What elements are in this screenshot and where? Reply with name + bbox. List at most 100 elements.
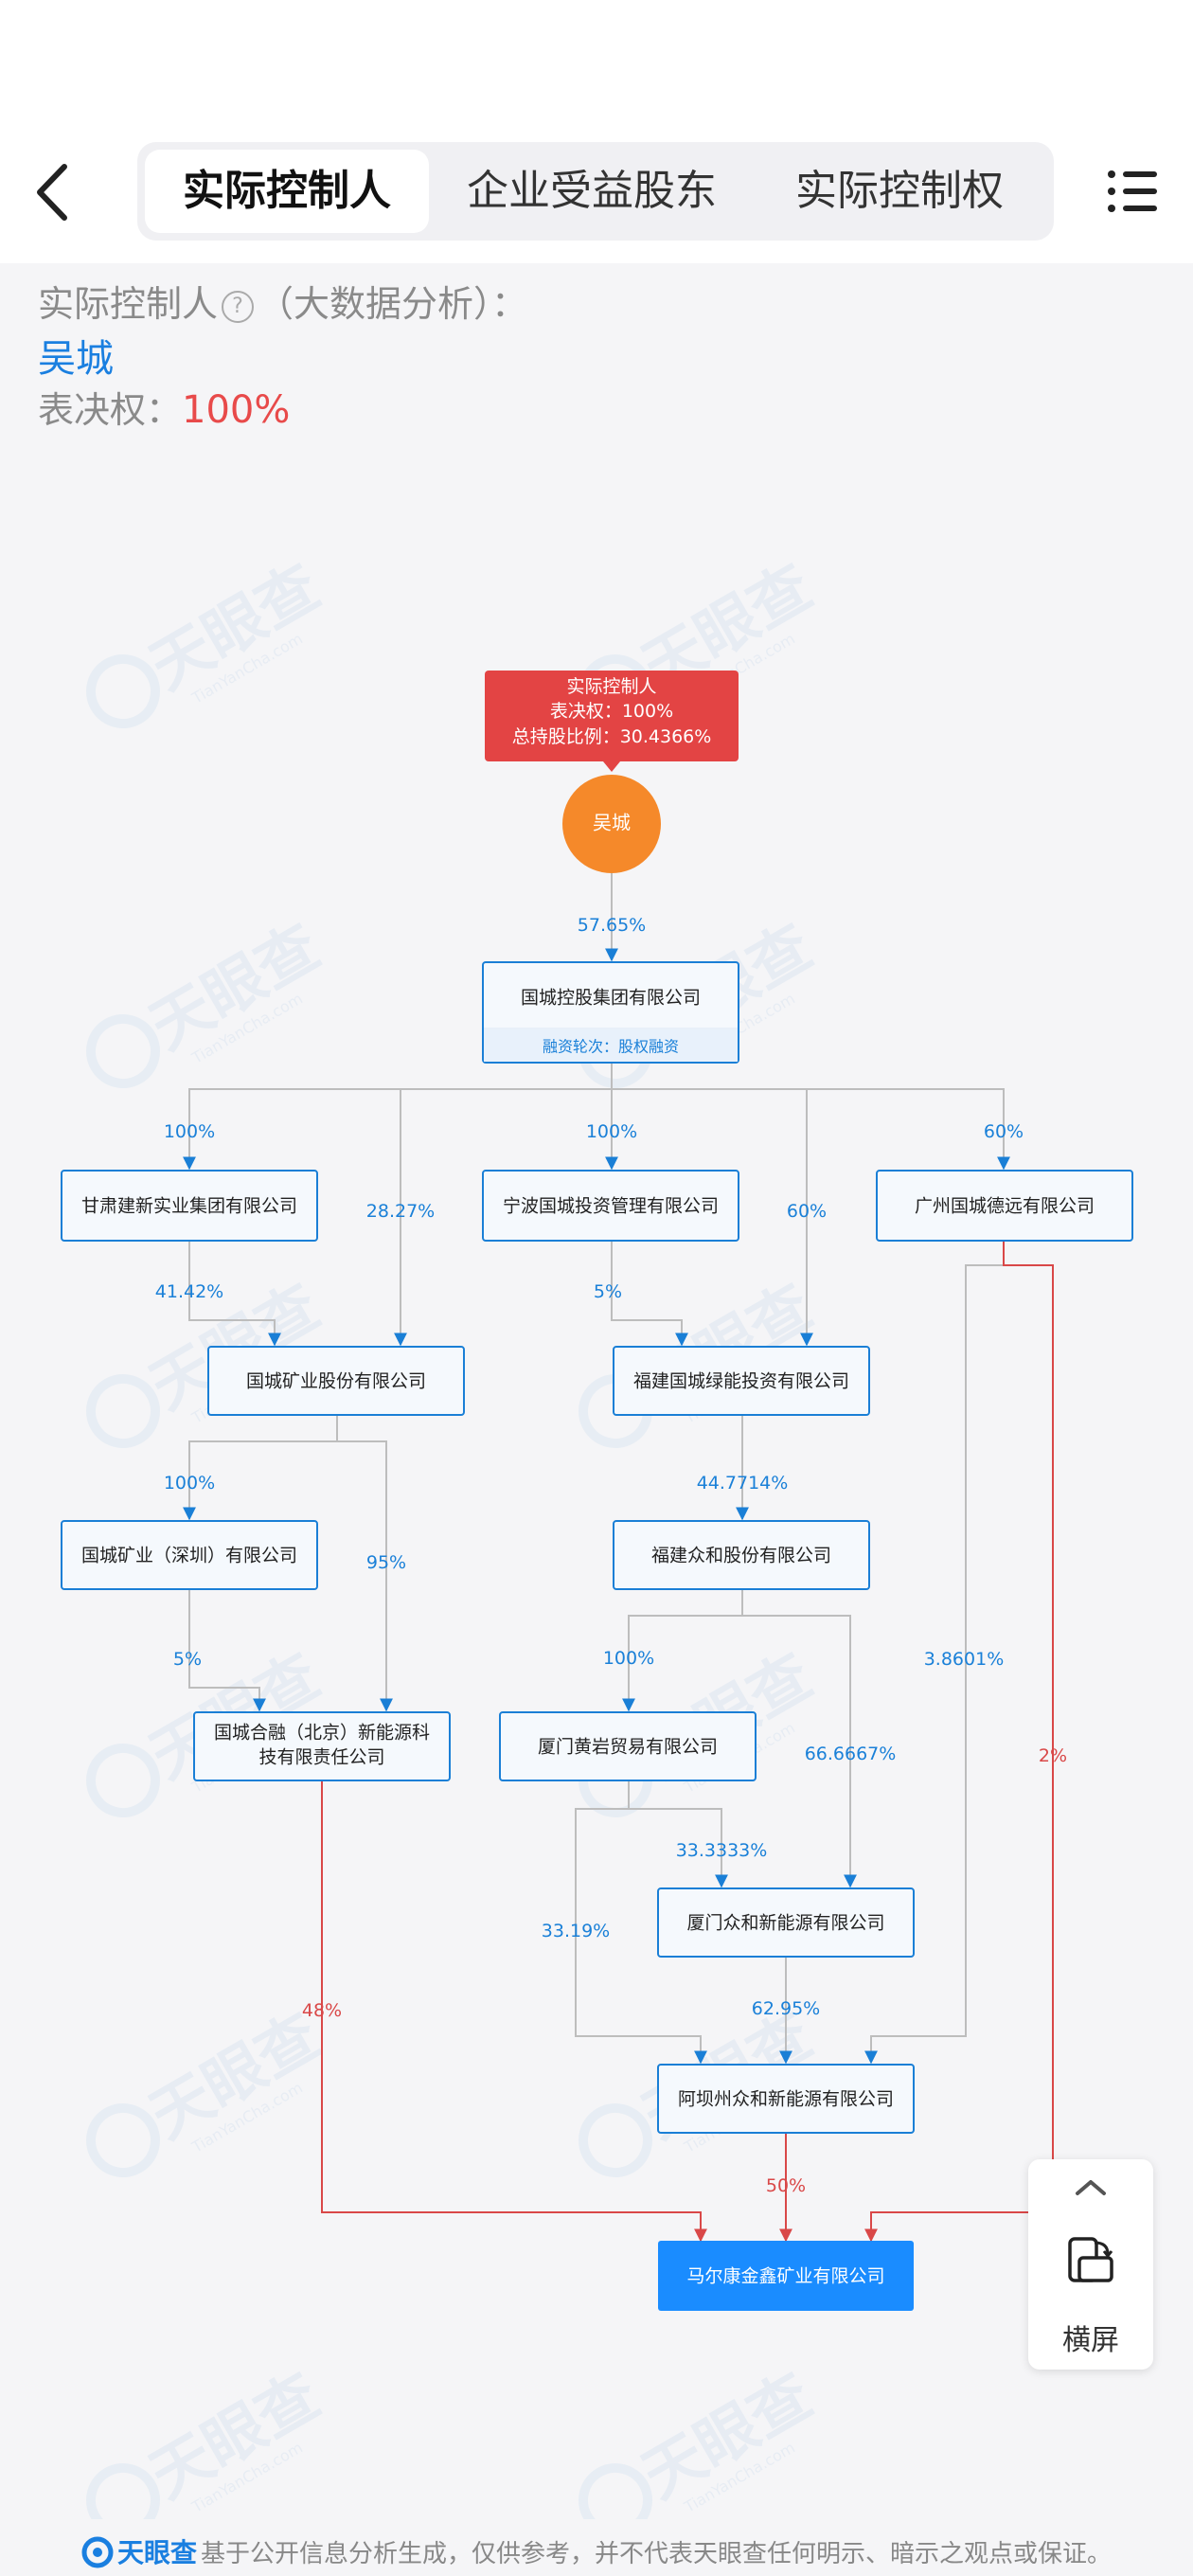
company-name: 阿坝州众和新能源有限公司 <box>678 2089 894 2110</box>
edge-ningbo-fujiangreen <box>611 1241 688 1347</box>
company-node-target[interactable]: 马尔康金鑫矿业有限公司 <box>658 2241 914 2311</box>
company-name: 福建国城绿能投资有限公司 <box>633 1371 849 1392</box>
pct-label: 41.42% <box>155 1281 223 1302</box>
pct-label: 28.27% <box>366 1201 435 1222</box>
edge-mining-shenzhen <box>183 1415 338 1521</box>
pct-label: 100% <box>164 1121 215 1142</box>
pct-label: 5% <box>594 1281 622 1302</box>
pct-label: 66.6667% <box>805 1744 897 1764</box>
company-name-line2: 技有限责任公司 <box>258 1747 384 1768</box>
rotate-screen-icon <box>1068 2237 1113 2282</box>
company-name: 广州国城德远有限公司 <box>915 1196 1095 1217</box>
company-name: 马尔康金鑫矿业有限公司 <box>686 2266 884 2287</box>
tooltip-vote: 表决权：100% <box>550 701 673 722</box>
tab-beneficial-shareholder[interactable]: 企业受益股东 <box>467 167 717 215</box>
analysis-note: （大数据分析）： <box>258 283 528 325</box>
rotate-screen-label: 横屏 <box>1062 2324 1119 2357</box>
back-arrow-icon[interactable] <box>28 159 76 225</box>
tab-bar: 实际控制人 企业受益股东 实际控制权 <box>137 142 1054 241</box>
pct-label: 3.8601% <box>924 1649 1005 1670</box>
edge-zhonghe-xmzhonghe <box>742 1615 857 1888</box>
edges-gray <box>183 873 1010 2065</box>
company-node-beijing[interactable]: 国城合融（北京）新能源科 技有限责任公司 <box>193 1711 451 1781</box>
rotate-screen-button[interactable]: 横屏 <box>1028 2235 1153 2358</box>
vote-label: 表决权： <box>38 389 183 431</box>
company-name: 国城矿业股份有限公司 <box>246 1371 426 1392</box>
company-name: 国城矿业（深圳）有限公司 <box>81 1546 297 1566</box>
financing-tag: 融资轮次：股权融资 <box>543 1038 679 1056</box>
footer-brand: 天眼查 <box>117 2537 198 2568</box>
pct-label: 50% <box>766 2175 806 2196</box>
company-node-guocheng-holding[interactable]: 国城控股集团有限公司 融资轮次：股权融资 <box>482 961 739 1064</box>
footer-text: 基于公开信息分析生成，仅供参考，并不代表天眼查任何明示、暗示之观点或保证。 <box>201 2540 1113 2568</box>
tianyancha-logo-icon <box>81 2536 114 2568</box>
edge-beijing-target <box>321 1780 707 2243</box>
pct-label: 100% <box>603 1648 654 1669</box>
pct-label: 5% <box>173 1649 202 1670</box>
company-node-ningbo[interactable]: 宁波国城投资管理有限公司 <box>482 1170 739 1242</box>
edges-red <box>321 1241 1054 2243</box>
edge-holding-mining <box>394 1088 612 1347</box>
company-name: 甘肃建新实业集团有限公司 <box>81 1196 297 1217</box>
pct-label: 60% <box>984 1121 1024 1142</box>
scroll-to-top-icon[interactable] <box>1028 2159 1153 2216</box>
vote-value: 100% <box>182 388 291 432</box>
company-node-gansu[interactable]: 甘肃建新实业集团有限公司 <box>61 1170 318 1242</box>
controller-label-line: 实际控制人?（大数据分析）： <box>38 275 527 327</box>
vote-line: 表决权：100% <box>38 381 290 433</box>
company-node-xiamen-zhonghe[interactable]: 厦门众和新能源有限公司 <box>657 1887 915 1958</box>
person-node[interactable]: 吴城 <box>562 775 661 873</box>
company-node-aba[interactable]: 阿坝州众和新能源有限公司 <box>657 2064 915 2134</box>
pct-label: 2% <box>1039 1745 1067 1766</box>
tooltip-title: 实际控制人 <box>566 676 656 697</box>
company-name: 宁波国城投资管理有限公司 <box>503 1196 719 1217</box>
company-node-fujian-zhonghe[interactable]: 福建众和股份有限公司 <box>613 1520 870 1590</box>
company-name: 国城控股集团有限公司 <box>521 988 701 1009</box>
pct-label: 100% <box>164 1473 215 1494</box>
pct-label: 33.19% <box>542 1921 610 1941</box>
tooltip-total: 总持股比例：30.4366% <box>512 726 712 747</box>
person-name: 吴城 <box>593 812 631 834</box>
company-node-guangzhou[interactable]: 广州国城德远有限公司 <box>876 1170 1133 1242</box>
edge-huangyan-aba <box>575 1808 707 2065</box>
company-node-fujian-green[interactable]: 福建国城绿能投资有限公司 <box>613 1346 870 1416</box>
company-node-guocheng-mining[interactable]: 国城矿业股份有限公司 <box>207 1346 465 1416</box>
pct-label: 100% <box>586 1121 637 1142</box>
edge-huangyan-xmzhonghe <box>628 1780 728 1888</box>
pct-label: 33.3333% <box>676 1840 768 1861</box>
tab-actual-control-right[interactable]: 实际控制权 <box>795 167 1004 215</box>
company-name-line1: 国城合融（北京）新能源科 <box>214 1723 430 1744</box>
edge-labels: 57.65% 100% 28.27% 100% 60% 60% 41.42% 5… <box>155 915 1067 2196</box>
pct-label: 60% <box>787 1201 827 1222</box>
list-menu-icon[interactable] <box>1104 163 1161 220</box>
edge-guangzhou-aba <box>864 1264 1004 2065</box>
controller-name-link[interactable]: 吴城 <box>38 337 114 381</box>
controller-label: 实际控制人 <box>38 283 219 325</box>
help-icon[interactable]: ? <box>222 291 255 323</box>
controller-tooltip: 实际控制人 表决权：100% 总持股比例：30.4366% <box>485 671 739 772</box>
company-name: 厦门众和新能源有限公司 <box>686 1913 884 1934</box>
top-bar: 实际控制人 企业受益股东 实际控制权 <box>0 0 1193 263</box>
controller-name-line: 吴城 <box>38 328 114 383</box>
company-name: 福建众和股份有限公司 <box>651 1546 831 1566</box>
edge-mining-beijing <box>337 1440 393 1712</box>
company-node-xiamen-huangyan[interactable]: 厦门黄岩贸易有限公司 <box>499 1711 757 1781</box>
edge-zhonghe-huangyan <box>622 1589 743 1712</box>
edge-holding-guangzhou <box>612 1088 1010 1171</box>
edge-gansu-mining <box>188 1241 281 1347</box>
pct-label: 44.7714% <box>697 1473 789 1494</box>
company-node-shenzhen[interactable]: 国城矿业（深圳）有限公司 <box>61 1520 318 1590</box>
floating-tool-panel: 横屏 <box>1028 2159 1153 2370</box>
company-name: 厦门黄岩贸易有限公司 <box>538 1737 718 1758</box>
tab-actual-controller[interactable]: 实际控制人 <box>145 150 429 233</box>
edge-guangzhou-target <box>864 1241 1054 2243</box>
pct-label: 48% <box>302 2000 342 2021</box>
pct-label: 57.65% <box>578 915 646 936</box>
pct-label: 95% <box>366 1552 406 1573</box>
